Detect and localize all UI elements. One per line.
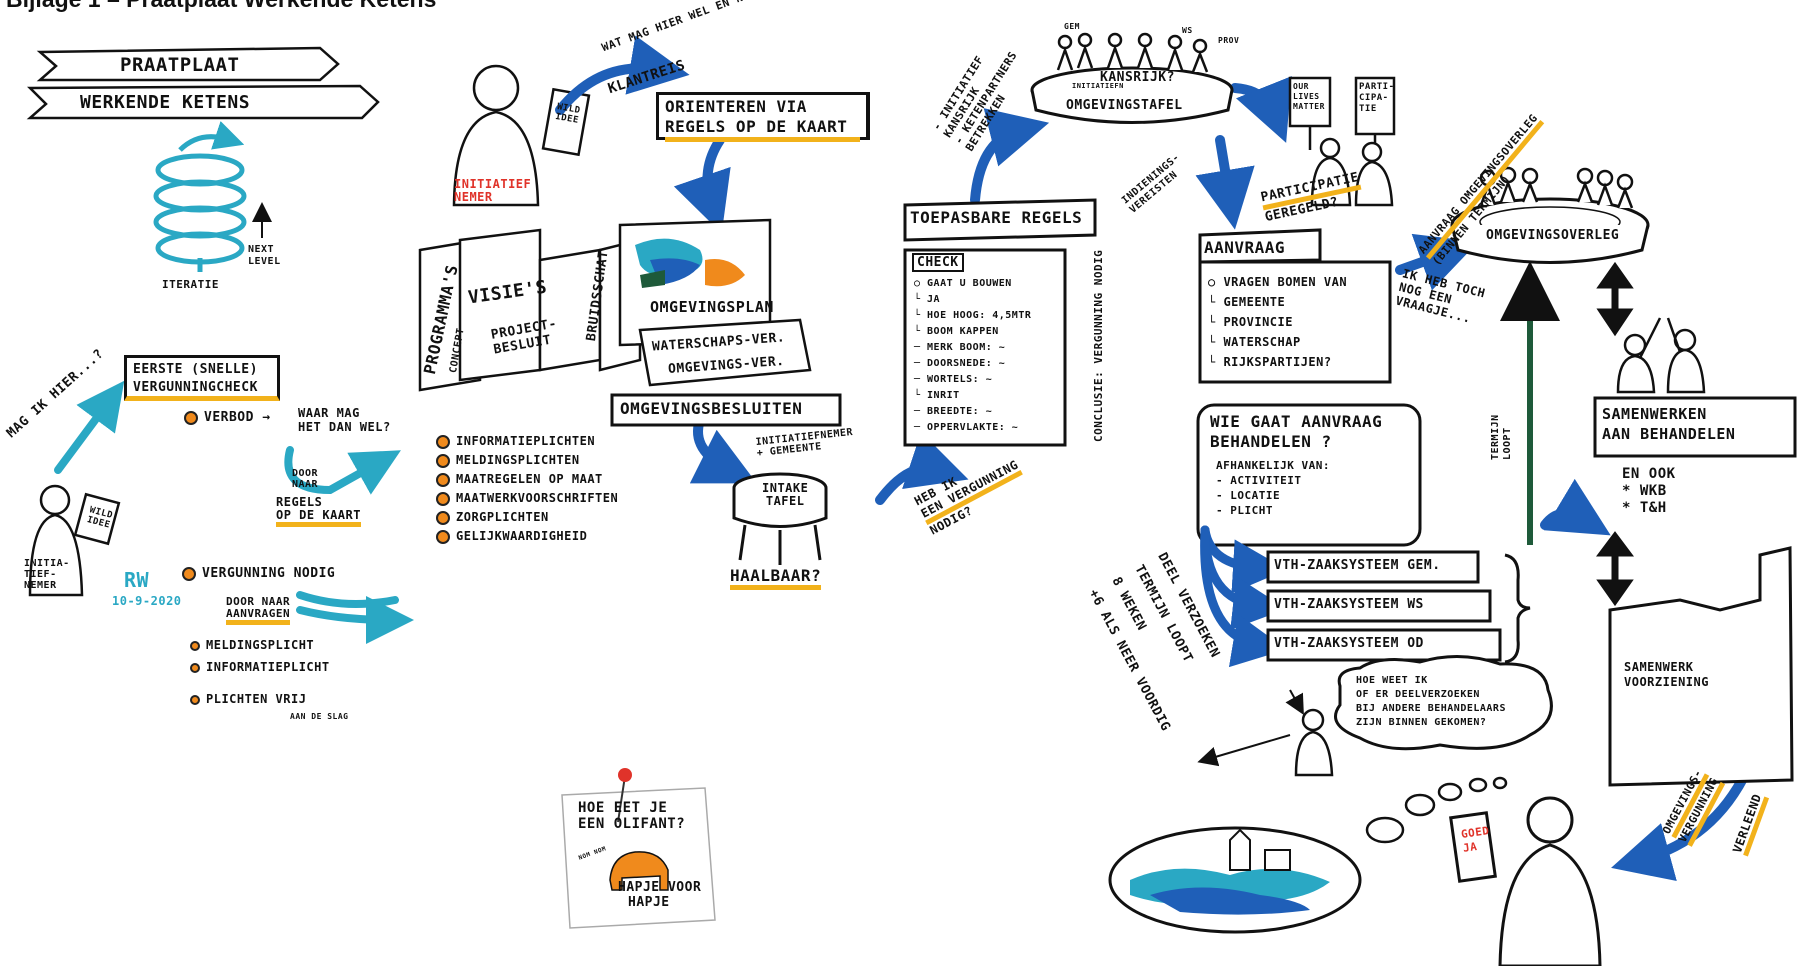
iteration-spiral [153, 121, 247, 272]
deelverzoeken-arrow [1197, 734, 1291, 767]
page-title: Bijlage 1 – Praatplaat Werkende Ketens [6, 0, 436, 13]
omgevingstafel-table [1030, 66, 1234, 124]
voorziening-text: SAMENWERK VOORZIENING [1624, 660, 1709, 689]
vth-ws: VTH-ZAAKSYSTEEM WS [1274, 597, 1424, 612]
regels-kaart-text: REGELS OP DE KAART [276, 496, 361, 527]
voorziening-factory [1608, 546, 1794, 787]
spiral-level: LEVEL [248, 256, 281, 267]
sign-participatie: PARTI- CIPA- TIE [1359, 82, 1395, 114]
omgevingsoverleg-table [1450, 197, 1650, 264]
omgevingstafel-label: OMGEVINGSTAFEL [1066, 98, 1183, 113]
intake-table [732, 472, 828, 565]
banner-line2: WERKENDE KETENS [80, 92, 251, 113]
overleg-people [1479, 166, 1634, 209]
table-people [1056, 32, 1209, 73]
signature-initials: RW [124, 568, 150, 592]
gem-label: GEM [1064, 22, 1080, 31]
omgevingsbesluiten-box [610, 393, 842, 427]
vth-od: VTH-ZAAKSYSTEEM OD [1274, 636, 1424, 651]
aanvraag-box [1198, 228, 1392, 384]
vth-boxes [1266, 550, 1502, 662]
spiral-iteratie: ITERATIE [162, 278, 219, 291]
banner-line1: PRAATPLAAT [120, 54, 240, 76]
toepasbare-lines: ○ GAAT U BOUWEN └ JA └ HOE HOOG: 4,5MTR … [914, 278, 1032, 433]
document-stack [418, 218, 812, 392]
en-ook-text: EN OOK * WKB * T&H [1622, 466, 1676, 516]
banner-ribbon [26, 46, 380, 120]
orienteren-box: ORIENTEREN VIA REGELS OP DE KAART [656, 92, 870, 142]
waar-mag-text: WAAR MAG HET DAN WEL? [298, 406, 391, 434]
wie-gaat-box [1196, 403, 1422, 547]
door-naar-aanvragen: DOOR NAAR AANVRAGEN [226, 596, 291, 625]
lake-scene [1108, 826, 1362, 934]
toepasbare-title: TOEPASBARE REGELS [910, 208, 1083, 227]
doc-omgevingsbesluiten: OMGEVINGSBESLUITEN [620, 399, 803, 418]
initiatiefnemer-figure [452, 64, 591, 207]
participatie-signs [1288, 76, 1396, 207]
map-blobs [635, 238, 745, 288]
vth-arrows [1200, 525, 1287, 668]
celebrating-people [1616, 317, 1706, 394]
haalbaar-text: HAALBAAR? [730, 566, 822, 590]
toepasbare-box [903, 198, 1097, 447]
aanvraag-title: AANVRAAG [1204, 238, 1286, 257]
hoe-weet-text: HOE WEET IK OF ER DEELVERZOEKEN BIJ ANDE… [1356, 675, 1506, 728]
final-person [1449, 796, 1602, 966]
termijn-text: TERMIJN LOOPT [1490, 414, 1513, 460]
initiatiefn-label: INITIATIEFN [1072, 82, 1124, 90]
initiatiefnemer-label: INITIATIEF NEMER [454, 177, 532, 204]
final-paper-text: GOED JA [1460, 824, 1491, 855]
left-person-label: INITIA- TIEF- NEMER [24, 558, 70, 591]
samenwerken-box [1593, 396, 1797, 458]
kansrijk-text: KANSRIJK? [1100, 70, 1175, 85]
vth-brace [1504, 553, 1531, 664]
question-arrow [1285, 689, 1304, 715]
intake-table-text: INTAKE TAFEL [762, 481, 809, 508]
conclusie-text: CONCLUSIE: VERGUNNING NODIG [1092, 249, 1105, 442]
thought-bubbles [1365, 776, 1508, 844]
aan-de-slag: AAN DE SLAG [290, 712, 349, 721]
spiral-next: NEXT [248, 244, 275, 255]
toepasbare-check: CHECK [912, 253, 964, 272]
vergunning-items: MELDINGSPLICHT INFORMATIEPLICHT PLICHTEN… [190, 634, 330, 710]
olifant-question: HOE EET JE EEN OLIFANT? [578, 800, 686, 832]
olifant-answer: HAPJE VOOR HAPJE [618, 880, 702, 910]
top-paper-text: WILD IDEE [554, 102, 582, 126]
ws-label: WS [1182, 26, 1193, 35]
double-arrows [1596, 261, 1634, 607]
wie-gaat-title: WIE GAAT AANVRAAG BEHANDELEN ? [1210, 412, 1383, 451]
wie-gaat-lines: AFHANKELIJK VAN: - ACTIVITEIT - LOCATIE … [1216, 459, 1330, 517]
olifant-note [561, 768, 716, 929]
signature-date: 10-9-2020 [112, 594, 182, 608]
omgevingsoverleg-label: OMGEVINGSOVERLEG [1486, 228, 1620, 243]
teal-arrows-left [54, 380, 414, 644]
aanvraag-lines: ○ VRAGEN BOMEN VAN └ GEMEENTE └ PROVINCI… [1208, 275, 1348, 369]
sign-our-lives: OUR LIVES MATTER [1293, 82, 1325, 111]
plichten-list: INFORMATIEPLICHTEN MELDINGSPLICHTEN MAAT… [436, 432, 618, 546]
prov-label: PROV [1218, 36, 1240, 45]
vth-gem: VTH-ZAAKSYSTEEM GEM. [1274, 558, 1441, 573]
question-person [1294, 708, 1334, 777]
doc-omgevingsplan: OMGEVINGSPLAN [650, 298, 774, 316]
hoe-weet-cloud [1334, 655, 1553, 751]
eerste-check-box: EERSTE (SNELLE) VERGUNNINGCHECK [124, 355, 280, 401]
door-naar-text: DOOR NAAR [292, 468, 319, 490]
left-person-figure [28, 484, 121, 597]
samenwerken-text: SAMENWERKEN AAN BEHANDELEN [1602, 405, 1736, 443]
verbod-row: VERBOD → [184, 410, 271, 425]
vergunning-nodig-row: VERGUNNING NODIG [182, 566, 335, 581]
